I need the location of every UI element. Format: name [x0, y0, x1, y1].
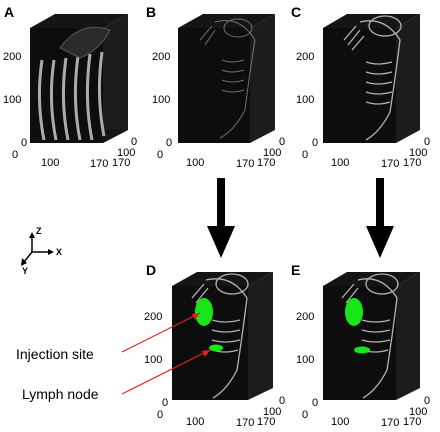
z-tick-100: 100 — [144, 354, 163, 366]
panel-letter-a: A — [4, 4, 15, 20]
skeleton — [341, 273, 399, 399]
z-tick-100: 100 — [152, 94, 171, 106]
lymph-node-pointer — [121, 349, 211, 395]
x-tick-170: 170 — [236, 417, 255, 429]
panel-letter-b: B — [146, 4, 157, 20]
y-tick-170: 170 — [257, 416, 276, 428]
arrow-b-to-d — [207, 178, 235, 258]
y-tick-170: 170 — [403, 157, 422, 169]
y-tick-0: 0 — [279, 136, 286, 148]
y-tick-100: 100 — [409, 406, 428, 418]
cube-e — [323, 272, 420, 400]
y-tick-0: 0 — [279, 395, 286, 407]
z-tick-0: 0 — [166, 137, 173, 149]
injection-site-blob — [195, 298, 213, 326]
axes-orientation-icon — [21, 232, 54, 266]
x-tick-100: 100 — [331, 416, 350, 428]
x-tick-0: 0 — [12, 149, 19, 161]
x-tick-170: 170 — [90, 158, 109, 170]
injection-site-label: Injection site — [16, 346, 94, 362]
y-tick-0: 0 — [424, 136, 431, 148]
panel-letter-e: E — [291, 262, 301, 278]
y-tick-170: 170 — [403, 416, 422, 428]
cube-d — [172, 272, 273, 400]
axis-label-y: Y — [22, 266, 29, 276]
z-tick-0: 0 — [162, 397, 169, 409]
z-tick-100: 100 — [296, 94, 315, 106]
y-tick-0: 0 — [131, 136, 138, 148]
z-tick-200: 200 — [296, 51, 315, 63]
z-tick-200: 200 — [296, 311, 315, 323]
lymph-node-blob — [354, 346, 370, 354]
x-tick-100: 100 — [331, 157, 350, 169]
injection-site-blob — [345, 298, 363, 326]
y-tick-100: 100 — [117, 147, 136, 159]
y-tick-0: 0 — [424, 395, 431, 407]
x-tick-0: 0 — [302, 409, 309, 421]
axis-label-x: X — [56, 247, 63, 257]
x-tick-100: 100 — [186, 157, 205, 169]
lymph-node-label: Lymph node — [22, 386, 99, 402]
x-tick-0: 0 — [302, 149, 309, 161]
x-tick-0: 0 — [157, 409, 164, 421]
z-tick-100: 100 — [3, 94, 22, 106]
cube-a — [30, 14, 128, 143]
x-tick-170: 170 — [381, 158, 400, 170]
arrow-c-to-e — [366, 178, 394, 258]
x-tick-100: 100 — [41, 157, 60, 169]
z-tick-200: 200 — [152, 51, 171, 63]
cube-c — [323, 14, 420, 143]
y-tick-170: 170 — [112, 157, 131, 169]
y-tick-100: 100 — [409, 147, 428, 159]
skeleton — [191, 273, 249, 399]
skeleton-faint — [199, 18, 256, 139]
z-tick-0: 0 — [312, 137, 319, 149]
cube-b — [178, 14, 275, 143]
skeleton — [343, 15, 402, 141]
x-tick-170: 170 — [236, 158, 255, 170]
y-tick-100: 100 — [263, 406, 282, 418]
panel-letter-c: C — [291, 4, 302, 20]
y-tick-100: 100 — [263, 147, 282, 159]
z-tick-0: 0 — [21, 137, 28, 149]
lymph-node-blob — [209, 344, 223, 352]
x-tick-0: 0 — [157, 149, 164, 161]
z-tick-100: 100 — [296, 354, 315, 366]
z-tick-200: 200 — [3, 51, 22, 63]
axis-label-z: Z — [36, 226, 42, 236]
z-tick-0: 0 — [312, 397, 319, 409]
chest-slices — [37, 51, 106, 141]
z-tick-200: 200 — [144, 311, 163, 323]
x-tick-100: 100 — [186, 416, 205, 428]
y-tick-170: 170 — [257, 157, 276, 169]
x-tick-170: 170 — [381, 417, 400, 429]
panel-letter-d: D — [146, 262, 157, 278]
